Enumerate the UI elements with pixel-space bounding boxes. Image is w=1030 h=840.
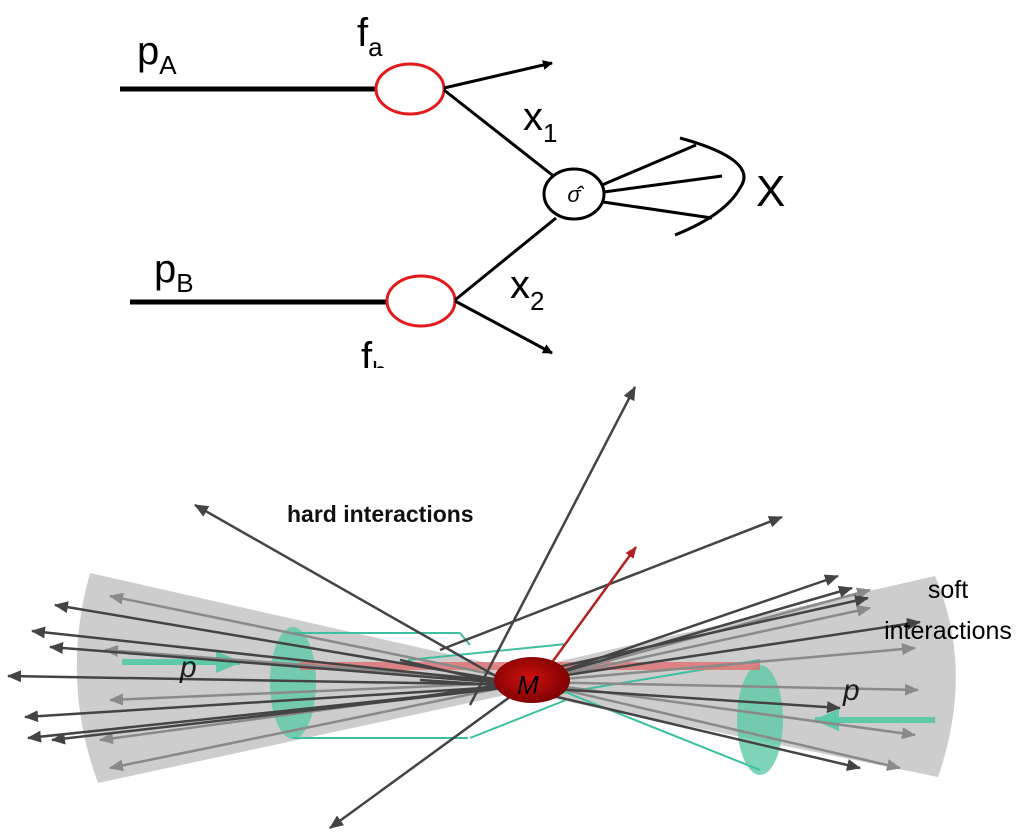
pdf-b-circle bbox=[385, 274, 457, 328]
label-soft-line2: interactions bbox=[884, 617, 1012, 645]
proton-disc-left bbox=[270, 627, 316, 739]
final-state-line-3 bbox=[602, 200, 713, 220]
parton-2-line bbox=[454, 216, 557, 302]
final-state-line-1 bbox=[601, 143, 697, 187]
final-state-brace bbox=[674, 136, 746, 237]
final-state-line-2 bbox=[603, 174, 723, 194]
label-p-a: pA bbox=[137, 29, 177, 80]
hard-process-vertex bbox=[542, 167, 606, 221]
label-hard-interactions: hard interactions bbox=[287, 501, 474, 527]
label-f-b-clip: fb bbox=[361, 335, 387, 386]
remnant-a-arrow bbox=[443, 60, 553, 90]
label-proton-left: p bbox=[179, 651, 197, 684]
teal-connectors bbox=[293, 632, 761, 771]
label-f-b: fb bbox=[361, 335, 387, 386]
label-soft-line1: soft bbox=[928, 576, 968, 604]
label-x-2: x2 bbox=[510, 263, 544, 316]
feynman-diagram: pA fa x1 σ̂ X pB x2 fb bbox=[120, 11, 785, 386]
parton-1-line bbox=[443, 88, 557, 180]
proton-disc-right bbox=[737, 665, 783, 775]
label-x-1: x1 bbox=[523, 95, 557, 148]
interaction-blob bbox=[494, 657, 570, 703]
pdf-a-circle bbox=[374, 62, 446, 116]
label-proton-right: p bbox=[842, 674, 860, 707]
red-hard-track bbox=[543, 546, 638, 673]
collision-illustration: M p p hard interactions soft interaction… bbox=[7, 386, 1012, 830]
label-sigma-hat: σ̂ bbox=[567, 182, 584, 207]
label-final-state-x: X bbox=[756, 167, 785, 216]
label-p-b: pB bbox=[154, 247, 194, 298]
label-mass-m: M bbox=[517, 670, 539, 700]
label-f-a: fa bbox=[357, 11, 383, 62]
remnant-b-arrow bbox=[454, 299, 553, 355]
